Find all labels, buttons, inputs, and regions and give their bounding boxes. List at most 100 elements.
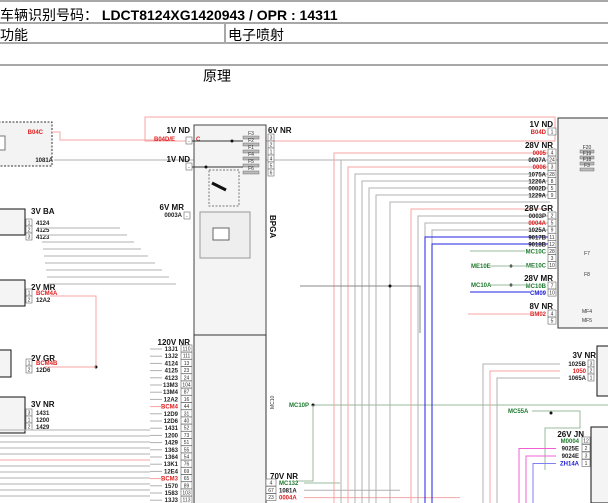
sensor_2v_mr-connector-label: 2V MR <box>31 283 56 292</box>
pin-number: 6 <box>270 171 273 177</box>
function-label: 功能 <box>0 27 28 43</box>
sensor_3v_ba-wire-label: 4125 <box>36 228 50 234</box>
pin-number: 10 <box>549 263 555 269</box>
pin-number: 2 <box>590 369 593 375</box>
jn26-component <box>590 426 608 503</box>
wire <box>410 208 550 503</box>
fuse-label: F19 <box>583 151 592 157</box>
wire <box>417 215 550 503</box>
wire <box>431 243 550 503</box>
pin-number: 5 <box>270 164 273 170</box>
pin-number: 87 <box>184 390 190 396</box>
fuse <box>242 156 260 161</box>
sensor-2v-gr-body <box>0 349 12 378</box>
pin-number: 10 <box>549 291 555 297</box>
pin-box <box>183 211 191 220</box>
sensor_2v_gr-wire-label: 12D6 <box>36 368 51 374</box>
wire <box>424 236 550 503</box>
pin-number: 7 <box>551 284 554 290</box>
mc10-connector-label: MC10 <box>270 395 276 409</box>
right-wire-label: 0006 <box>533 165 547 171</box>
pin-number: 5 <box>551 221 554 227</box>
side-node-label: ME10E <box>471 264 491 270</box>
right-wire-label: CM09 <box>530 291 547 297</box>
pin-number: 2 <box>28 228 31 234</box>
right-wire-label: 9018B <box>528 242 546 248</box>
pin-number: 54 <box>184 455 190 461</box>
wire <box>532 463 556 503</box>
wire <box>482 363 560 503</box>
right-wire-label: 0005 <box>533 151 547 157</box>
right-connector-label: 28V NR <box>525 141 553 150</box>
pin-number: 113 <box>183 498 191 503</box>
ecu-wire-label: BCM3 <box>161 477 179 483</box>
right-wire-label: 0004A <box>528 221 546 227</box>
wire <box>340 159 550 503</box>
right-connector-label: 28V MR <box>524 274 553 283</box>
wire <box>347 166 550 503</box>
pin-number: 1 <box>28 361 31 367</box>
wire <box>52 131 170 141</box>
bpga-connector-1v-nd: 1V ND <box>166 126 190 135</box>
fuse-label: F1 <box>248 145 254 151</box>
pin-number: 9 <box>551 228 554 234</box>
sensor_3v_nr-wire-label: 1429 <box>36 425 50 431</box>
right-connector-label: 8V NR <box>529 302 553 311</box>
fuse <box>579 155 595 160</box>
pin-number: 3 <box>585 454 588 460</box>
wire <box>296 405 314 482</box>
junction-dot <box>388 284 392 288</box>
pin-number: 2 <box>270 143 273 149</box>
ecu-wire-label: 12D9 <box>164 412 179 418</box>
signal-label: 1081A <box>35 158 53 164</box>
relay-outline <box>208 169 240 207</box>
pin-number: 1 <box>590 376 593 382</box>
pin-number: 2 <box>28 368 31 374</box>
pin-number: 11 <box>549 235 554 241</box>
pin-box <box>25 365 33 374</box>
right-3v-wire-label: 1065A <box>568 376 586 382</box>
fuse <box>242 170 260 175</box>
pin-number: 9 <box>551 193 554 199</box>
pin-number: 5 <box>551 186 554 192</box>
wire <box>354 173 550 503</box>
wire <box>333 152 550 503</box>
pin-box <box>547 261 557 270</box>
junction-dot <box>230 139 234 143</box>
pin-number: 1 <box>585 461 588 467</box>
pin-number: 1 <box>270 150 273 156</box>
fuse <box>242 149 260 154</box>
wire <box>368 187 550 503</box>
ecu-wire-label: 4125 <box>165 369 179 375</box>
right-3v-connector-label: 3V NR <box>572 351 596 360</box>
pin-number: 13 <box>184 361 190 367</box>
right-wire-label: 0007A <box>528 158 546 164</box>
pin-number: - <box>188 139 190 145</box>
pin-number: 4 <box>551 151 554 157</box>
right-wire-label: 1229A <box>528 194 546 200</box>
pin-number: 104 <box>182 383 191 389</box>
fuse <box>242 163 260 168</box>
pin-number: 3 <box>590 362 593 368</box>
wire <box>361 180 550 503</box>
ecu-wire-label: BCM4 <box>161 405 179 411</box>
fuse-label: MF5 <box>582 318 592 324</box>
fuse <box>242 135 260 140</box>
sensor_3v_ba-connector-label: 3V BA <box>31 207 55 216</box>
fuse-label: F3 <box>584 163 590 169</box>
blank-row <box>0 46 608 66</box>
wire <box>389 201 550 503</box>
bpga-wire-label: B04D/E <box>154 137 175 143</box>
ecu-wire-label: 1583 <box>165 491 179 497</box>
ecu-wire-label: 4123 <box>165 376 179 382</box>
ecu-wire-label: 4124 <box>165 361 179 367</box>
pin-number: 8 <box>551 179 554 185</box>
right-3v-wire-label: 1050 <box>573 369 587 375</box>
pin-number: 4 <box>551 312 554 318</box>
wire <box>375 194 550 503</box>
wire <box>300 285 421 333</box>
pin-number: 3 <box>270 136 273 142</box>
pin-number: 1 <box>28 221 31 227</box>
pin-box <box>581 444 591 452</box>
pin-number: 73 <box>184 433 190 439</box>
